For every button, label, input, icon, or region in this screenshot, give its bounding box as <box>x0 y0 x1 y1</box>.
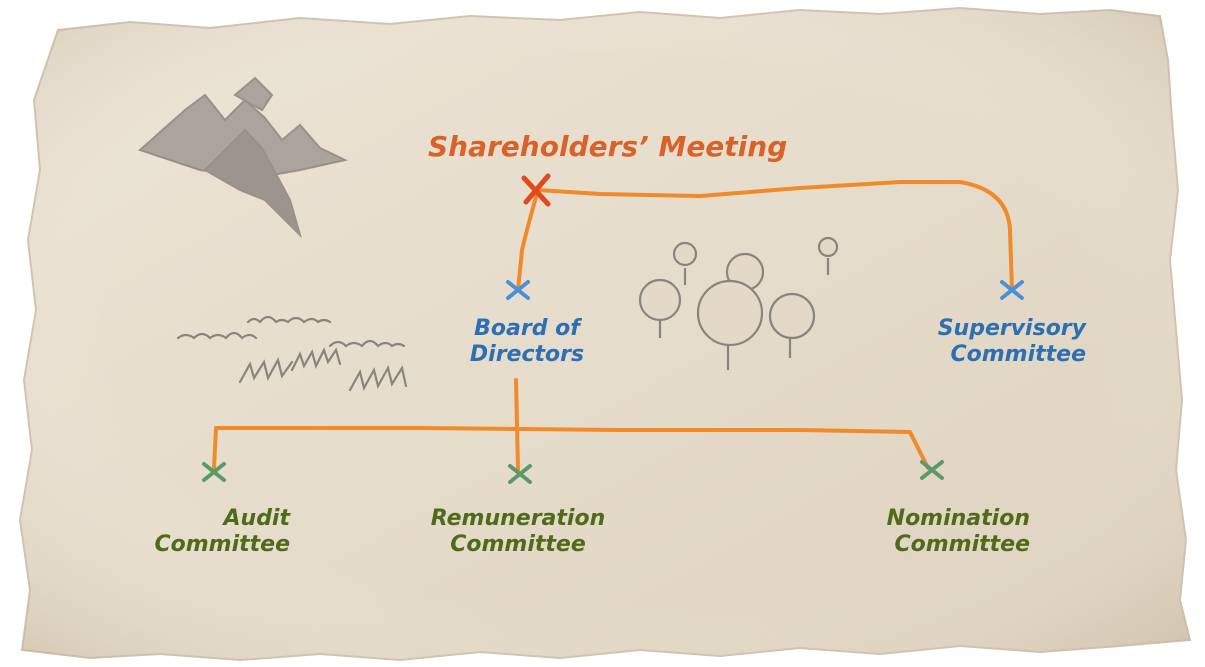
line-shareholders-supervisory <box>536 180 1014 292</box>
board-of-directors-label: Board of Directors <box>462 316 592 368</box>
marker-board <box>506 280 530 300</box>
line-board-committees <box>514 378 520 472</box>
trees-sketch <box>638 236 839 370</box>
connector-lines <box>212 180 1014 472</box>
remuneration-line2: Committee <box>450 532 586 557</box>
line-shareholders-board <box>516 188 540 292</box>
marker-nomination <box>920 460 944 480</box>
nomination-line1: Nomination <box>886 506 1030 531</box>
marker-audit <box>202 462 226 482</box>
parchment-vignette <box>20 8 1190 660</box>
remuneration-line1: Remuneration <box>430 506 606 531</box>
nomination-committee-label: Nomination Committee <box>840 506 1030 558</box>
marker-remuneration <box>508 464 532 484</box>
grass-sketch <box>176 315 408 392</box>
remuneration-committee-label: Remuneration Committee <box>418 506 618 558</box>
line-committees-bus <box>212 426 930 470</box>
shareholders-meeting-text: Shareholders’ Meeting <box>428 130 788 163</box>
supervisory-line1: Supervisory <box>937 316 1086 341</box>
audit-committee-label: Audit Committee <box>150 506 290 558</box>
shareholders-meeting-label: Shareholders’ Meeting <box>428 131 787 163</box>
mountains-sketch <box>138 76 349 239</box>
board-line2: Directors <box>469 342 585 367</box>
supervisory-committee-label: Supervisory Committee <box>916 316 1086 368</box>
nomination-line2: Committee <box>894 532 1030 557</box>
audit-line2: Committee <box>154 532 290 557</box>
marker-shareholders <box>521 173 551 207</box>
board-line1: Board of <box>474 316 580 341</box>
marker-supervisory <box>1000 280 1024 300</box>
audit-line1: Audit <box>223 506 291 531</box>
supervisory-line2: Committee <box>950 342 1086 367</box>
